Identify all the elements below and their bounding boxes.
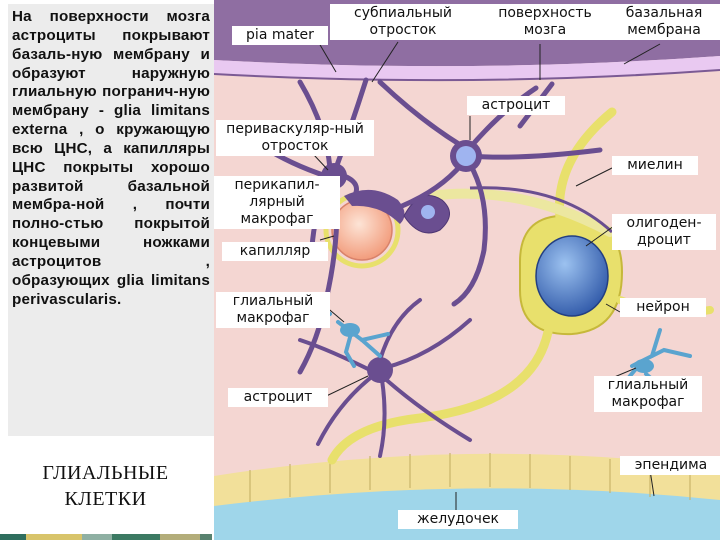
astrocyte-bottom-body: [367, 357, 393, 383]
label-capillary: капилляр: [222, 242, 328, 261]
myelinated-axon: [425, 188, 615, 237]
label-glial-macrophage-right: глиальный макрофаг: [594, 376, 702, 412]
neuron-axon: [327, 327, 553, 465]
description-text: На поверхности мозга астроциты покрывают…: [12, 8, 210, 308]
slide-title: ГЛИАЛЬНЫЕ КЛЕТКИ: [42, 462, 169, 510]
oligodendrocyte-nucleus: [421, 205, 435, 219]
glial-macrophage-left-body: [340, 323, 360, 337]
strip-segment: [82, 534, 112, 540]
label-ventricle: желудочек: [398, 510, 518, 529]
label-glial-macrophage-left: глиальный макрофаг: [216, 292, 330, 328]
label-myelin: миелин: [612, 156, 698, 175]
label-pericapillary-macrophage: перикапил-лярный макрофаг: [214, 176, 340, 229]
label-neuron: нейрон: [620, 298, 706, 317]
bottom-color-strip: [0, 534, 720, 540]
pericapillary-macrophage-shape: [344, 189, 405, 224]
ependymal-cell-borders: [249, 453, 691, 502]
brain-surface-line: [214, 69, 720, 82]
neuron-nucleus: [535, 235, 609, 317]
label-pia-mater: pia mater: [232, 26, 328, 45]
label-basement-membrane: базальная мембрана: [608, 4, 720, 40]
label-brain-surface: поверхность мозга: [476, 4, 614, 40]
strip-segment: [160, 534, 200, 540]
neural-tissue: [214, 0, 720, 540]
label-perivascular-process: периваскуляр-ный отросток: [216, 120, 374, 156]
glial-macrophage-right-body: [634, 359, 654, 373]
strip-segment: [26, 534, 82, 540]
basement-membrane-band: [214, 56, 720, 81]
myelin-sheath: [469, 186, 614, 234]
label-ependyma: эпендима: [620, 456, 720, 475]
strip-segment: [112, 534, 160, 540]
strip-segment: [200, 534, 212, 540]
strip-segment: [0, 534, 26, 540]
text-panel: На поверхности мозга астроциты покрывают…: [8, 4, 214, 436]
label-subpial-process: субпиальный отросток: [330, 4, 476, 40]
label-astrocyte-bottom: астроцит: [228, 388, 328, 407]
astrocyte-top-nucleus: [456, 146, 476, 166]
label-oligodendrocyte: олигоден-дроцит: [612, 214, 716, 250]
label-astrocyte-top: астроцит: [467, 96, 565, 115]
